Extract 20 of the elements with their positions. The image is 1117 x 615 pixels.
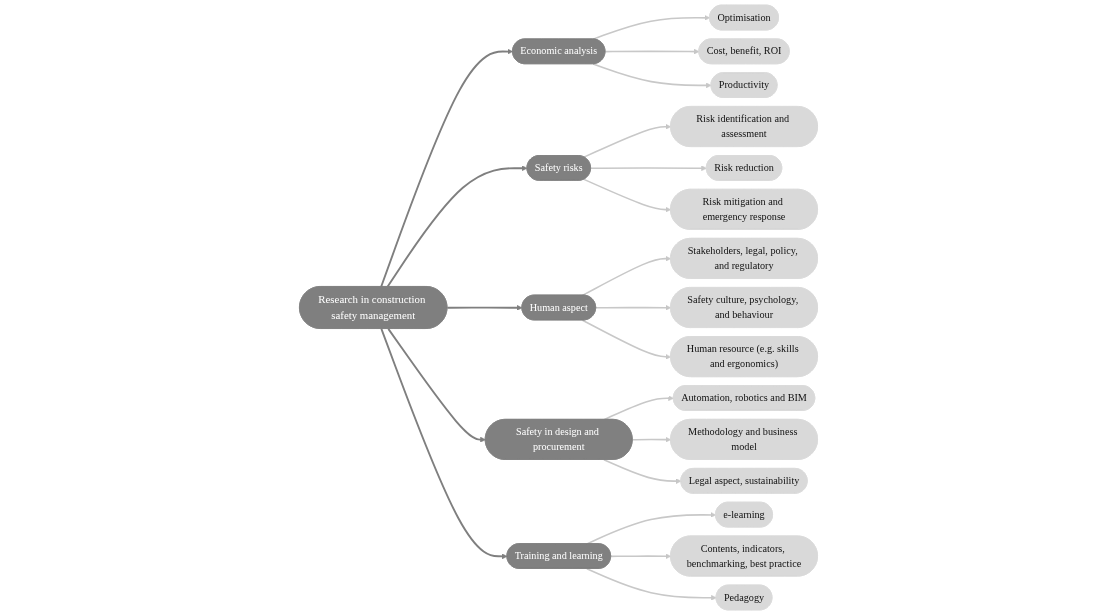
arrow: [595, 304, 672, 311]
arrow: [592, 63, 712, 89]
arrow: [581, 255, 672, 297]
arrow: [604, 48, 700, 55]
arrow: [603, 459, 682, 484]
arrow: [603, 395, 674, 421]
arrow: [592, 15, 711, 40]
arrow: [581, 319, 672, 360]
arrow: [386, 165, 528, 288]
arrow: [380, 327, 508, 560]
arrow: [590, 165, 707, 171]
arrow: [446, 305, 523, 311]
arrow: [583, 178, 672, 213]
arrow: [586, 568, 717, 601]
arrow: [610, 553, 672, 560]
arrow: [631, 436, 672, 443]
arrow: [583, 123, 672, 158]
arrow: [380, 48, 514, 288]
arrow: [586, 512, 717, 545]
arrow: [387, 327, 486, 443]
